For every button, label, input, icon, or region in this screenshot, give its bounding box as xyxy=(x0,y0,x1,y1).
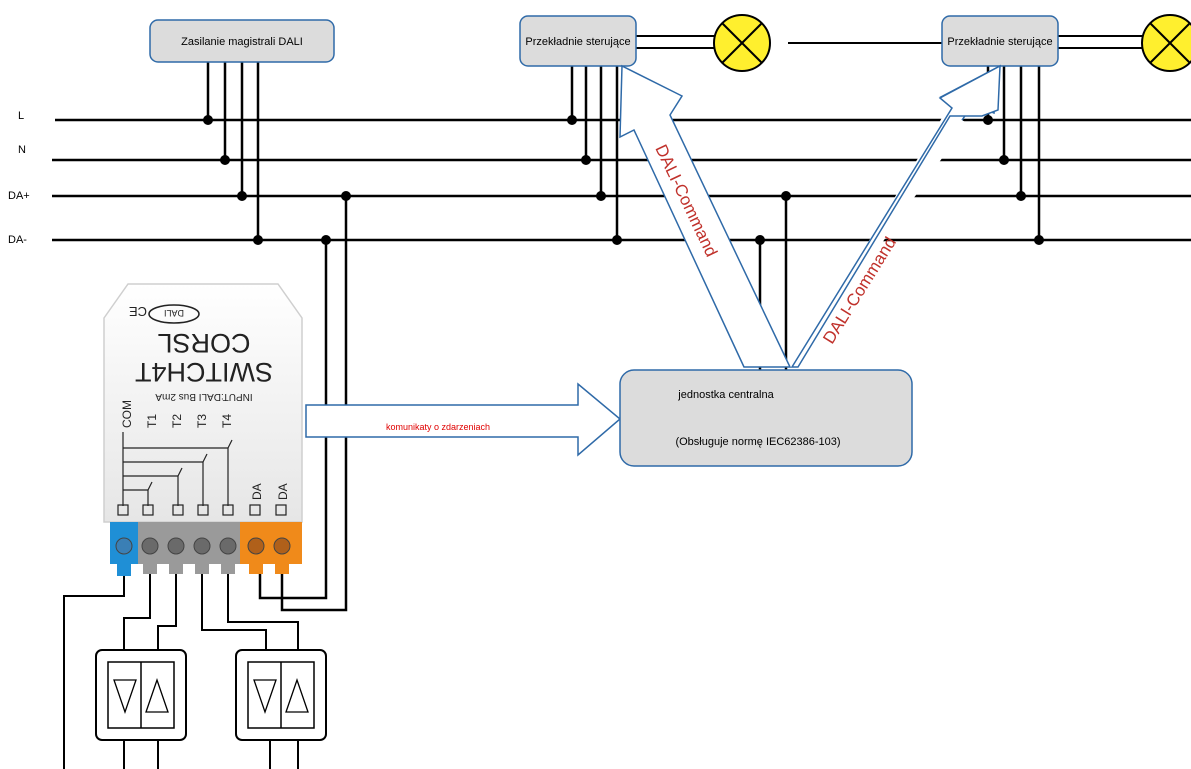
terminal-label-t3: T3 xyxy=(195,414,209,428)
bus-label-da-plus: DA+ xyxy=(8,190,30,202)
central-unit-box: jednostka centralna (Obsługuje normę IEC… xyxy=(619,369,913,467)
terminal-label-da-1: DA xyxy=(250,483,264,500)
ballast-1-wires xyxy=(570,66,619,240)
device-input-label: INPUT:DALI Bus 2mA xyxy=(155,391,253,402)
switch4t-device: INPUT:DALI Bus 2mA SWITCH4T CORSL CE DAL… xyxy=(103,283,303,576)
terminal-label-com: COM xyxy=(120,400,134,428)
terminal-label-t1: T1 xyxy=(145,414,159,428)
terminal-label-t2: T2 xyxy=(170,414,184,428)
device-brand-label: CORSL xyxy=(157,328,250,358)
dali-command-label-2: DALI-Command xyxy=(819,234,900,347)
up-arrow-icon xyxy=(285,678,309,713)
down-arrow-icon xyxy=(253,679,277,714)
junction-dots xyxy=(203,115,1044,245)
central-unit-subtitle: (Obsługuje normę IEC62386-103) xyxy=(675,436,840,448)
ballast-2-label: Przekładnie sterujące xyxy=(947,36,1052,48)
lamp-1-icon xyxy=(713,14,771,72)
ballast-2: Przekładnie sterujące xyxy=(941,15,1143,67)
events-arrow: komunikaty o zdarzeniach xyxy=(305,382,622,457)
device-model-label: SWITCH4T xyxy=(135,357,273,387)
up-arrow-icon xyxy=(145,678,169,713)
bus-labels: L N DA+ DA- xyxy=(8,110,30,246)
dali-command-arrow-2: DALI-Command xyxy=(790,64,1001,368)
bus-label-n: N xyxy=(18,144,26,156)
dali-logo-text: DALI xyxy=(164,308,184,318)
button-wiring xyxy=(63,574,299,769)
terminal-label-da-2: DA xyxy=(276,483,290,500)
dali-command-arrow-1: DALI-Command xyxy=(619,64,792,368)
ballast-1: Przekładnie sterujące xyxy=(519,15,716,67)
down-arrow-icon xyxy=(113,679,137,714)
lamp-2-icon xyxy=(1141,14,1191,72)
bus-label-da-minus: DA- xyxy=(8,234,27,246)
power-supply-label: Zasilanie magistrali DALI xyxy=(181,36,303,48)
push-button-2 xyxy=(235,649,327,741)
bus-label-l: L xyxy=(18,110,24,122)
terminal-squares xyxy=(117,504,287,516)
dali-logo-icon xyxy=(148,304,200,324)
ballast-1-label: Przekładnie sterujące xyxy=(525,36,630,48)
central-unit-title: jednostka centralna xyxy=(677,389,774,401)
ce-mark: CE xyxy=(129,304,147,319)
push-button-1 xyxy=(95,649,187,741)
switch-schematic xyxy=(122,432,233,506)
power-supply-box: Zasilanie magistrali DALI xyxy=(149,19,335,63)
terminal-label-t4: T4 xyxy=(220,414,234,428)
terminal-block xyxy=(110,522,302,576)
events-label: komunikaty o zdarzeniach xyxy=(386,422,490,432)
power-supply-wires xyxy=(206,62,260,240)
